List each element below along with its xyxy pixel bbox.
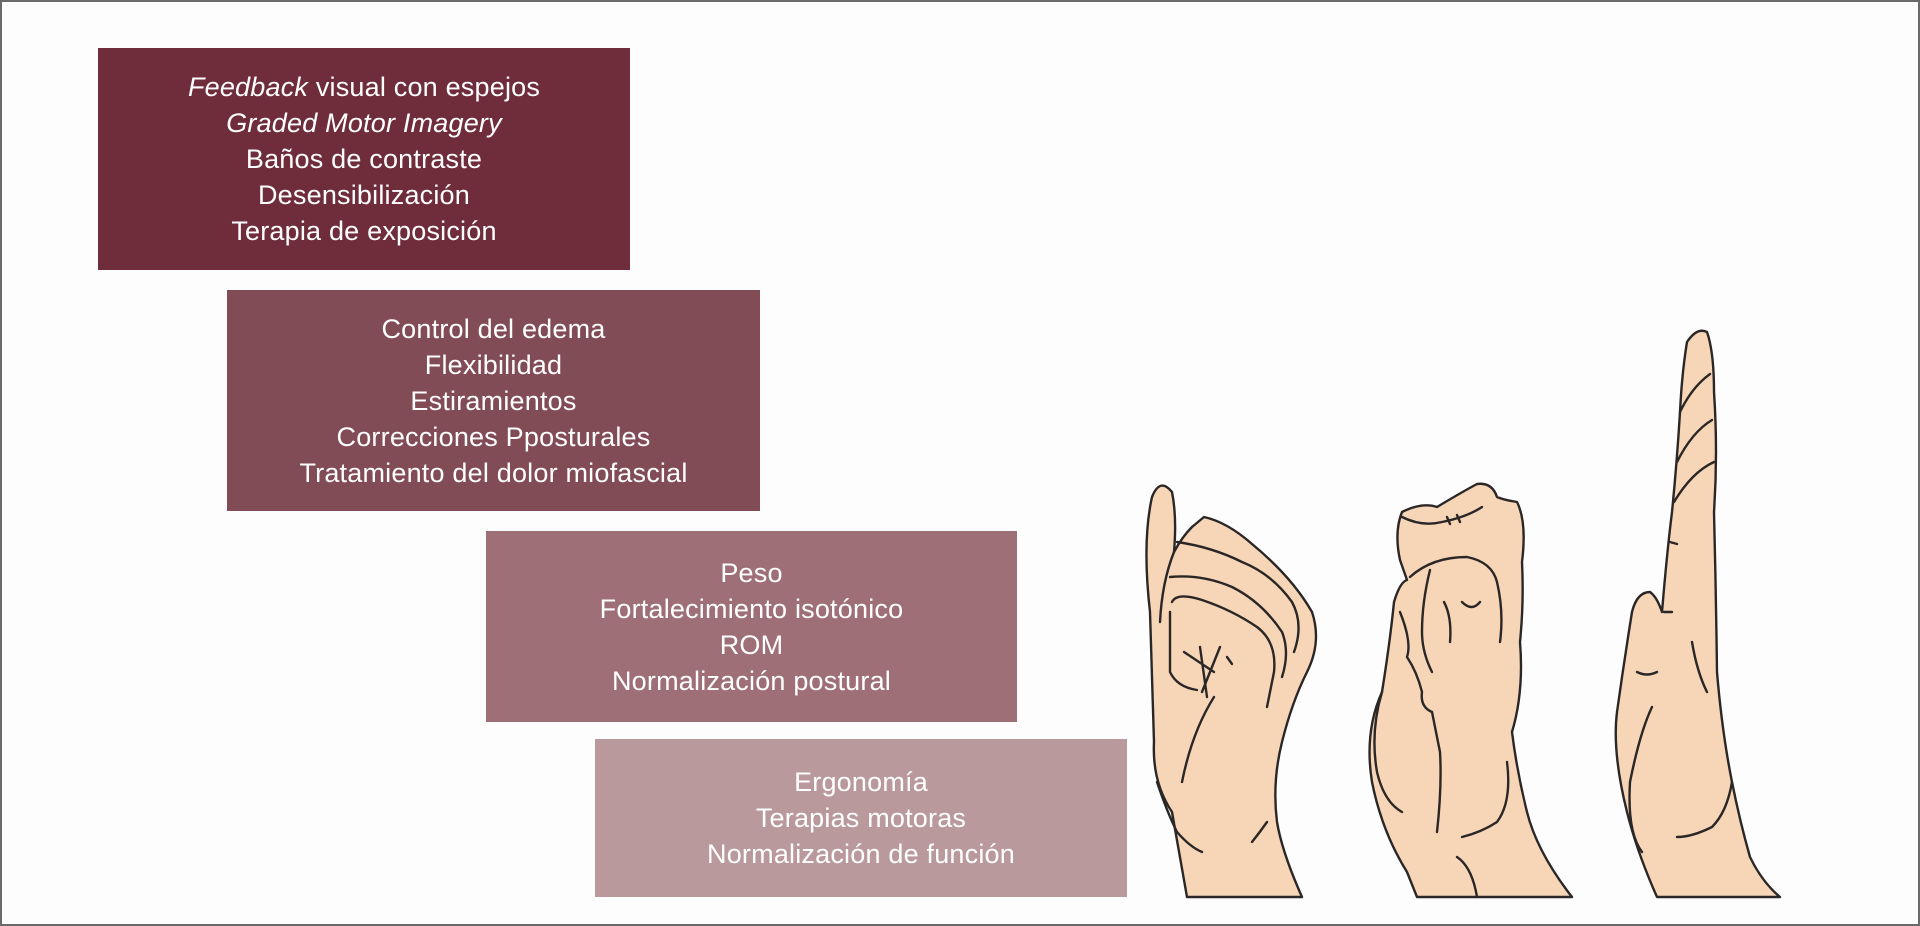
level-2-item: Correcciones Ppostural­es [336,421,651,452]
level-4-item: Ergonomía [794,767,928,797]
italic-term: Graded Motor Imagery [226,108,502,138]
level-4-item: Terapias motoras [755,803,967,833]
item-text: Desensibilización [257,180,470,210]
partial-fist-hand-icon [1368,482,1574,899]
level-4-box: Ergonomía Terapias motoras Normalización… [595,739,1127,897]
level-4-item: Normalización de función [707,839,1015,869]
level-3-box: Peso Fortalecimiento isotónico ROM Norma… [486,531,1017,722]
level-2-item: Control del edema [381,313,606,344]
hands-illustration [1145,329,1782,899]
level-3-item: Fortalecimiento isotónico [599,593,904,624]
level-3-item: ROM [719,629,784,660]
level-1-item: Terapia de exposición [231,213,496,249]
level-3-item: Peso [720,557,783,588]
level-1-item: Feedback visual con espejos [188,69,540,105]
open-hand-icon [1614,329,1782,899]
level-1-box: Feedback visual con espejos Graded Motor… [98,48,630,270]
italic-term: Feedback [187,72,309,102]
level-2-box: Control del edema Flexibilidad Estiramie… [227,290,760,511]
level-1-item: Baños de contraste [246,141,482,177]
fist-hand-icon [1145,484,1318,899]
level-2-item: Flexibilidad [424,349,563,380]
level-2-item: Estiramientos [410,385,577,416]
level-3-item: Normalización postural [611,665,891,696]
level-1-item: Desensibilización [258,177,470,213]
item-text: Terapia de exposición [231,216,497,246]
level-1-item: Graded Motor Imagery [226,105,502,141]
item-text: Baños de contraste [245,144,483,174]
level-2-item: Tratamiento del dolor miofascial [299,457,688,488]
item-text: visual con espejos [308,72,541,102]
